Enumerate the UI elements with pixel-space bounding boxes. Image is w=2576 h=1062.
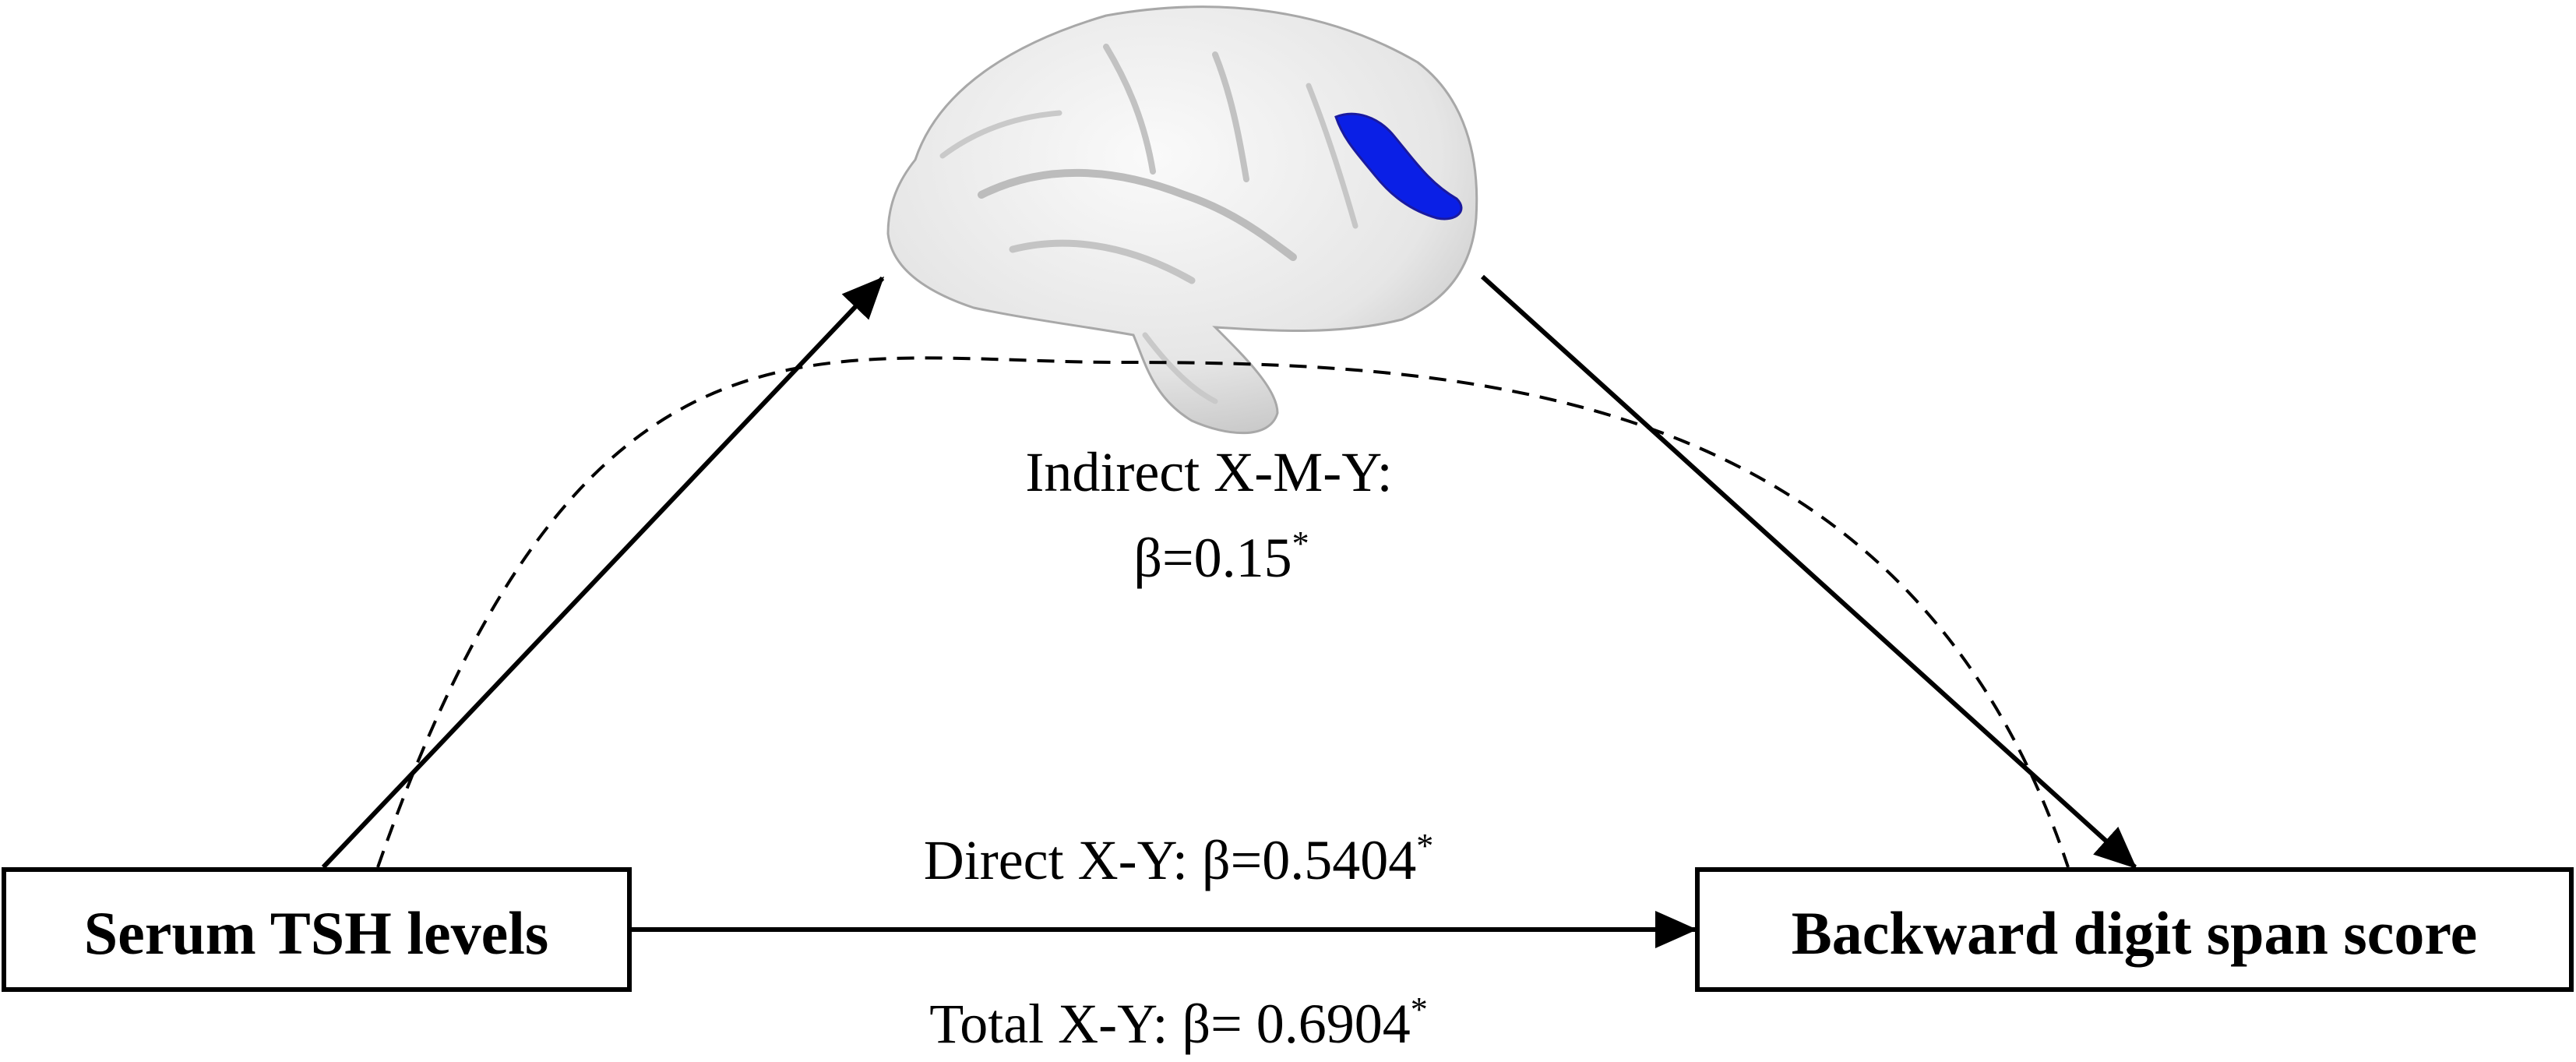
cortex-sulcus (978, 168, 1297, 261)
total-label: Total X-Y: β= 0.6904* (929, 990, 1428, 1055)
node-x-label: Serum TSH levels (84, 899, 549, 967)
indirect-beta: β=0.15 (1133, 527, 1292, 589)
total-beta: Total X-Y: β= 0.6904 (929, 993, 1411, 1055)
node-y: Backward digit span score (1695, 867, 2574, 992)
cortex-sulcus (1009, 239, 1196, 284)
cortex-sulcus (1212, 51, 1249, 182)
brain-cortex-icon (886, 5, 1478, 435)
direct-label: Direct X-Y: β=0.5404* (924, 827, 1434, 891)
cortex-surface (886, 5, 1478, 435)
cortex-sulcus (1103, 44, 1156, 175)
node-x: Serum TSH levels (2, 867, 632, 992)
indirect-path-curve (376, 356, 2070, 868)
cortex-sulcus (939, 110, 1062, 159)
arrow-m-to-y (1480, 274, 2137, 870)
node-x-box (2, 867, 632, 992)
total-significance: * (1411, 990, 1428, 1028)
indirect-label-line1: Indirect X-M-Y: (1025, 441, 1392, 503)
indirect-significance: * (1292, 524, 1309, 563)
cortex-sulcus (1142, 332, 1218, 404)
highlighted-cortical-region (1334, 112, 1463, 221)
direct-significance: * (1416, 827, 1433, 865)
direct-beta: Direct X-Y: β=0.5404 (924, 829, 1417, 891)
node-y-label: Backward digit span score (1792, 899, 2477, 967)
arrow-x-to-m (321, 276, 885, 870)
cortex-sulcus (1306, 83, 1358, 229)
node-y-box (1695, 867, 2574, 992)
indirect-label-line2: β=0.15* (1133, 524, 1309, 589)
